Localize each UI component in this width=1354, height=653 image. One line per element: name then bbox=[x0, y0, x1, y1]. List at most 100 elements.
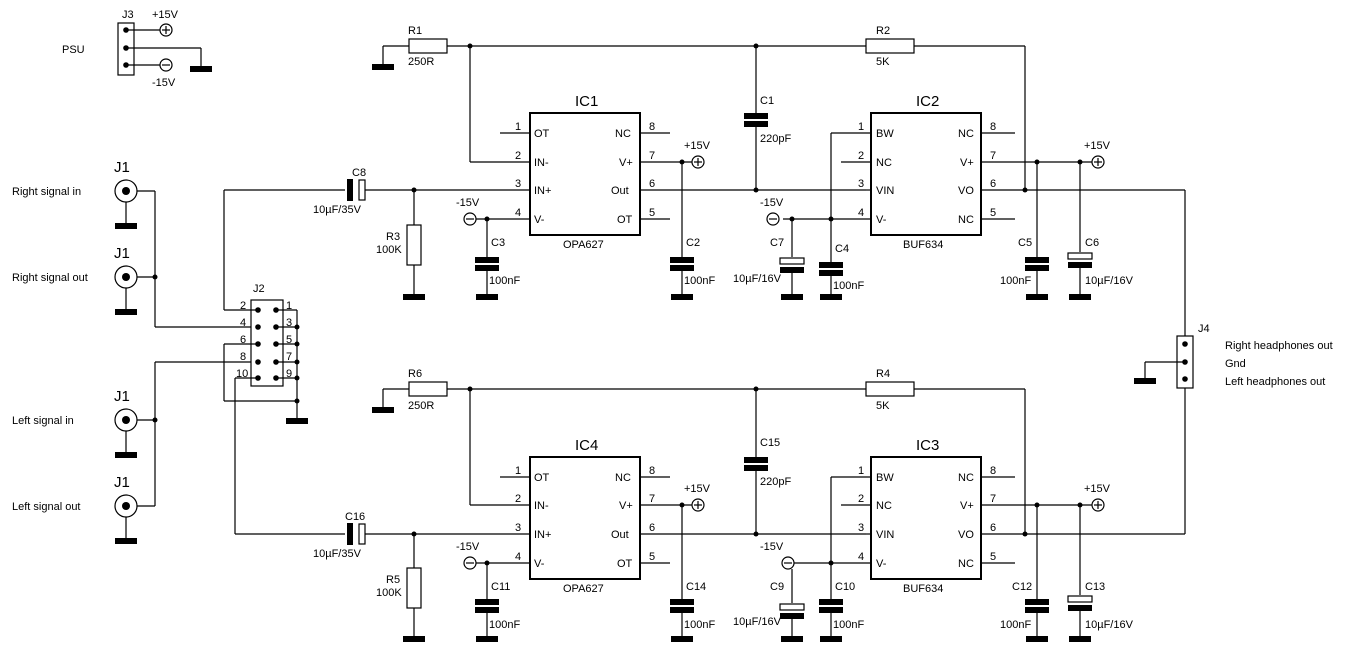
plus15v-label: +15V bbox=[152, 9, 179, 21]
svg-text:4: 4 bbox=[240, 317, 246, 329]
svg-text:+15V: +15V bbox=[684, 140, 711, 152]
svg-text:OT: OT bbox=[534, 128, 550, 140]
svg-text:5: 5 bbox=[649, 551, 655, 563]
svg-text:4: 4 bbox=[515, 551, 521, 563]
opamp-pins-right: 8 7 6 5 NC V+ Out OT bbox=[611, 121, 866, 226]
svg-text:6: 6 bbox=[240, 334, 246, 346]
svg-text:100nF: 100nF bbox=[684, 619, 715, 631]
svg-text:BW: BW bbox=[876, 472, 894, 484]
svg-text:OPA627: OPA627 bbox=[563, 583, 604, 595]
svg-text:8: 8 bbox=[649, 465, 655, 477]
opamp-pins-right: 8 7 6 5 NC V+ Out OT bbox=[611, 465, 866, 570]
capacitor-c9 bbox=[779, 603, 805, 611]
svg-text:C10: C10 bbox=[835, 581, 855, 593]
plus-circle-icon bbox=[691, 155, 705, 169]
svg-text:100nF: 100nF bbox=[1000, 275, 1031, 287]
j1-label: J1 bbox=[114, 388, 130, 405]
svg-text:10µF/16V: 10µF/16V bbox=[1085, 619, 1134, 631]
svg-text:V+: V+ bbox=[960, 500, 974, 512]
j2-header: J2 1 2 3 4 5 6 7 8 9 10 bbox=[223, 189, 345, 535]
svg-text:C9: C9 bbox=[770, 581, 784, 593]
svg-text:4: 4 bbox=[858, 207, 864, 219]
svg-text:5: 5 bbox=[286, 334, 292, 346]
svg-text:V-: V- bbox=[876, 558, 887, 570]
svg-text:5: 5 bbox=[649, 207, 655, 219]
svg-text:R1: R1 bbox=[408, 25, 422, 37]
opamp-pins-left: 1 2 3 4 OT IN- IN+ V- bbox=[500, 121, 551, 226]
jack-center bbox=[122, 416, 130, 424]
capacitor-c6 bbox=[1067, 252, 1093, 260]
jack-center bbox=[122, 187, 130, 195]
svg-text:NC: NC bbox=[958, 128, 974, 140]
right-headphones-label: Right headphones out bbox=[1225, 340, 1333, 352]
ic-opamp bbox=[529, 112, 641, 236]
svg-text:OT: OT bbox=[534, 472, 550, 484]
buffer-pins-right: 8 7 6 5 NC V+ VO NC bbox=[958, 121, 1185, 226]
svg-text:4: 4 bbox=[515, 207, 521, 219]
svg-text:2: 2 bbox=[858, 493, 864, 505]
svg-text:V-: V- bbox=[876, 214, 887, 226]
svg-text:7: 7 bbox=[286, 351, 292, 363]
j1-label: J1 bbox=[114, 245, 130, 262]
svg-text:C15: C15 bbox=[760, 437, 780, 449]
svg-text:OPA627: OPA627 bbox=[563, 239, 604, 251]
svg-text:R5: R5 bbox=[386, 574, 400, 586]
svg-text:NC: NC bbox=[958, 472, 974, 484]
svg-text:R4: R4 bbox=[876, 368, 890, 380]
svg-text:3: 3 bbox=[515, 522, 521, 534]
svg-text:3: 3 bbox=[858, 178, 864, 190]
svg-text:NC: NC bbox=[615, 472, 631, 484]
svg-text:R3: R3 bbox=[386, 231, 400, 243]
svg-text:100nF: 100nF bbox=[1000, 619, 1031, 631]
svg-text:8: 8 bbox=[990, 465, 996, 477]
jack-center bbox=[122, 273, 130, 281]
svg-text:7: 7 bbox=[649, 493, 655, 505]
svg-text:NC: NC bbox=[876, 157, 892, 169]
svg-text:IN+: IN+ bbox=[534, 185, 551, 197]
svg-text:6: 6 bbox=[990, 522, 996, 534]
j3-label: J3 bbox=[122, 9, 134, 21]
resistor-r6 bbox=[408, 381, 448, 397]
svg-text:C6: C6 bbox=[1085, 237, 1099, 249]
svg-text:3: 3 bbox=[858, 522, 864, 534]
svg-text:+15V: +15V bbox=[1084, 140, 1111, 152]
svg-text:3: 3 bbox=[515, 178, 521, 190]
svg-text:Out: Out bbox=[611, 185, 629, 197]
svg-text:C5: C5 bbox=[1018, 237, 1032, 249]
plus-circle-icon bbox=[691, 498, 705, 512]
svg-text:10µF/16V: 10µF/16V bbox=[1085, 275, 1134, 287]
resistor-r1 bbox=[408, 38, 448, 54]
channel-bottom: R6 250R R4 5K C15 220pF C16 10µF/35V R5 … bbox=[313, 368, 1185, 642]
svg-text:1: 1 bbox=[858, 465, 864, 477]
psu-label: PSU bbox=[62, 44, 85, 56]
minus15v-label: -15V bbox=[152, 77, 176, 89]
svg-text:IC1: IC1 bbox=[575, 93, 598, 110]
svg-text:R2: R2 bbox=[876, 25, 890, 37]
svg-text:C11: C11 bbox=[491, 581, 510, 593]
svg-text:VO: VO bbox=[958, 185, 974, 197]
svg-text:7: 7 bbox=[649, 150, 655, 162]
capacitor-c13 bbox=[1067, 595, 1093, 603]
psu-section: J3 +15V -15V PSU bbox=[62, 9, 212, 89]
svg-text:1: 1 bbox=[286, 300, 292, 312]
svg-text:1: 1 bbox=[858, 121, 864, 133]
svg-text:220pF: 220pF bbox=[760, 476, 791, 488]
svg-text:250R: 250R bbox=[408, 400, 434, 412]
svg-text:6: 6 bbox=[649, 522, 655, 534]
svg-text:5: 5 bbox=[990, 551, 996, 563]
svg-text:IC2: IC2 bbox=[916, 93, 939, 110]
ic-buffer bbox=[870, 112, 982, 236]
svg-text:NC: NC bbox=[615, 128, 631, 140]
svg-text:C4: C4 bbox=[835, 243, 849, 255]
resistor-r3 bbox=[406, 224, 422, 266]
ic-buffer bbox=[870, 456, 982, 580]
svg-text:2: 2 bbox=[515, 150, 521, 162]
svg-text:V+: V+ bbox=[619, 500, 633, 512]
svg-text:NC: NC bbox=[958, 558, 974, 570]
svg-text:R6: R6 bbox=[408, 368, 422, 380]
svg-text:2: 2 bbox=[515, 493, 521, 505]
svg-text:IN-: IN- bbox=[534, 500, 549, 512]
buffer-pins-right: 8 7 6 5 NC V+ VO NC bbox=[958, 465, 1185, 570]
left-signal-in-label: Left signal in bbox=[12, 415, 74, 427]
